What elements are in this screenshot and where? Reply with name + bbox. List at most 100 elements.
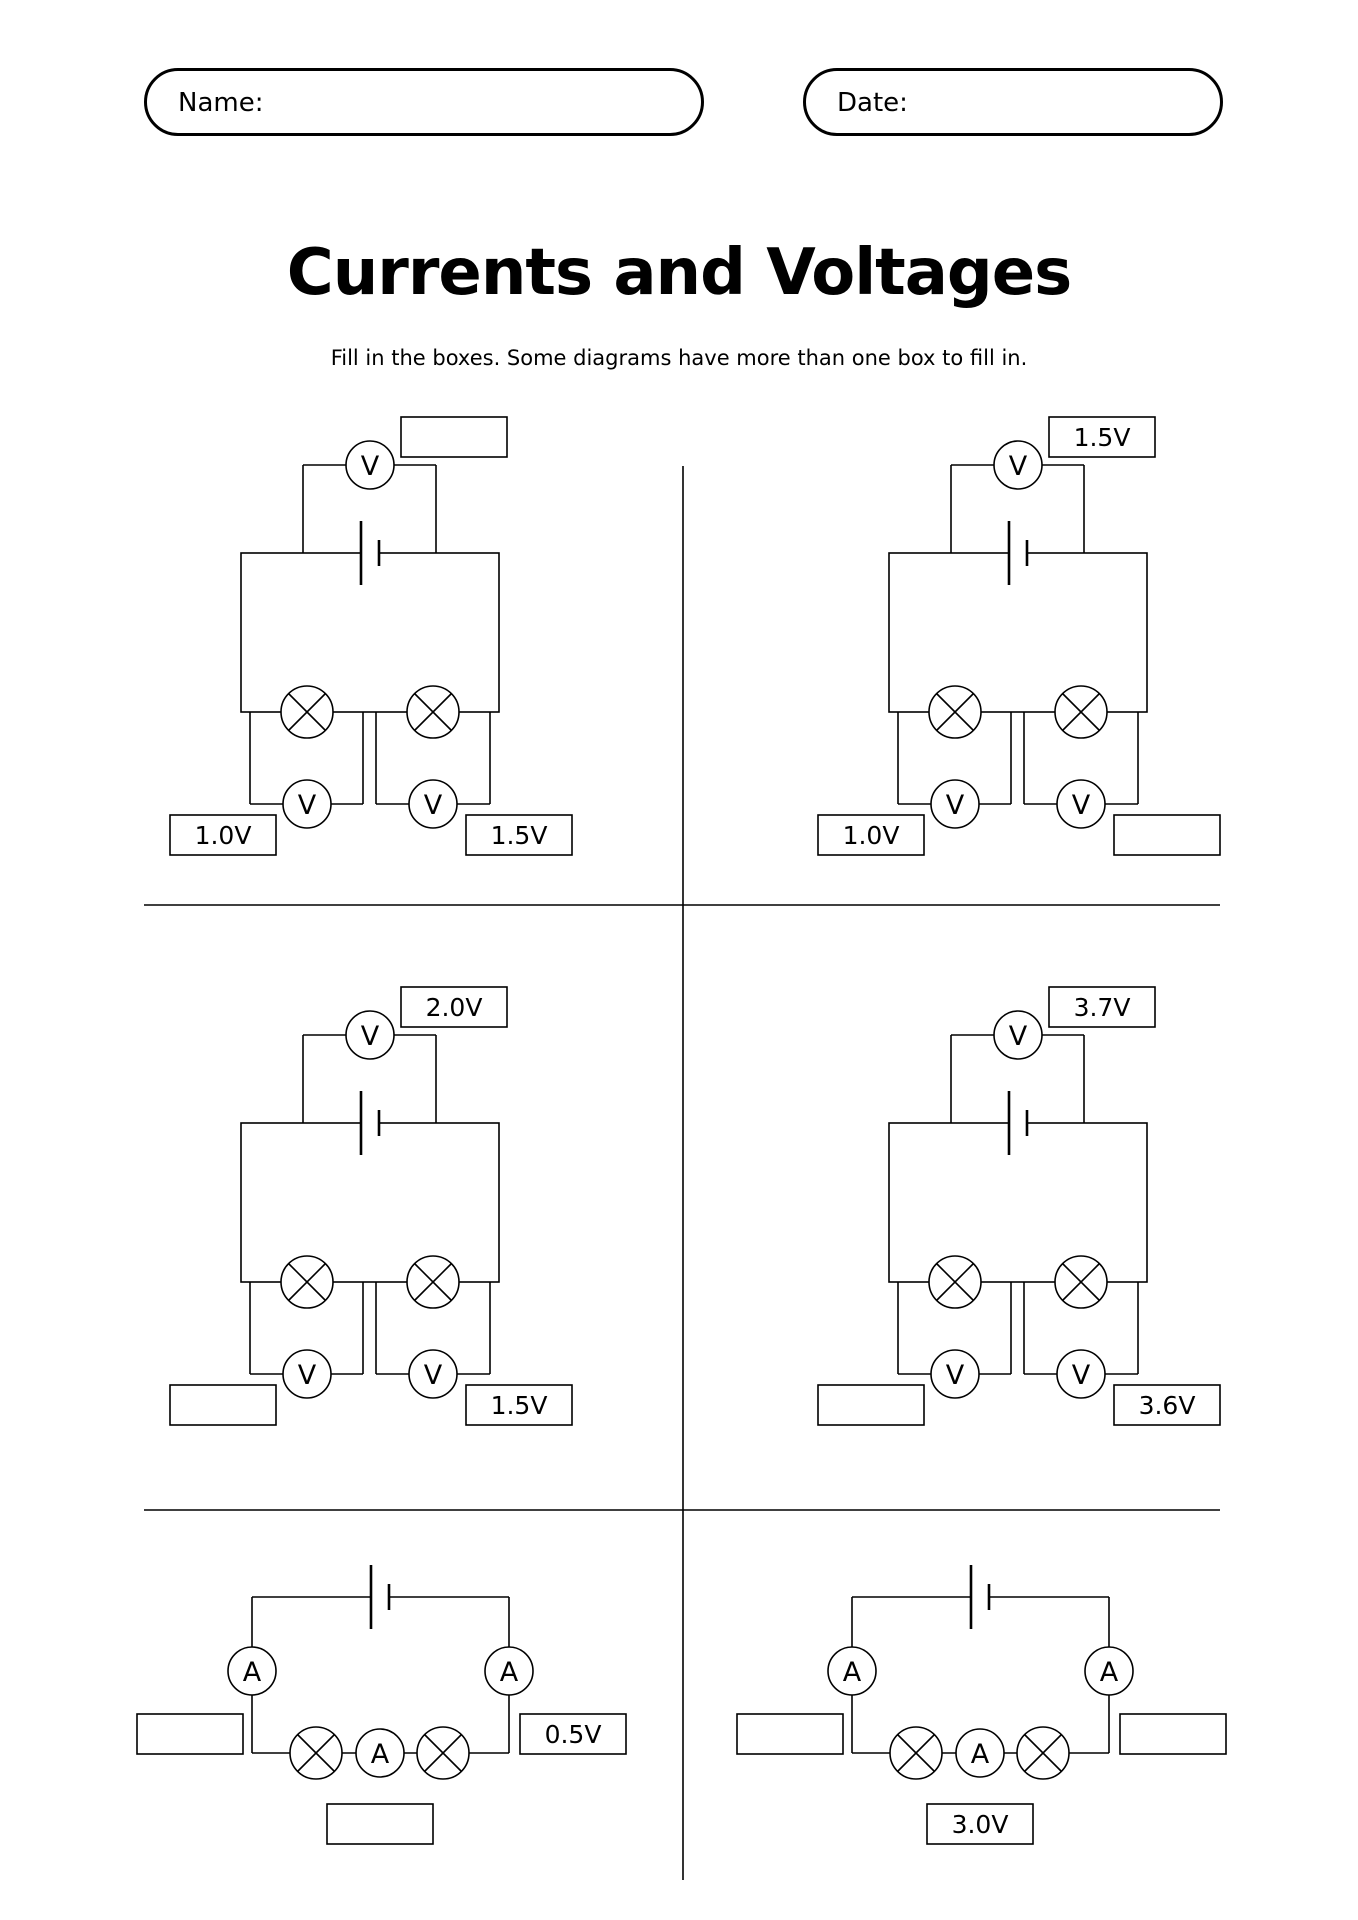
left-lamp-voltmeter-circle	[282, 779, 332, 829]
left-lamp-voltage-box[interactable]	[169, 1384, 277, 1426]
bottom-current-box-frame[interactable]	[326, 1803, 434, 1845]
right-lamp-voltmeter-symbol: V	[424, 790, 443, 821]
left-current-box[interactable]	[736, 1713, 844, 1755]
left-lamp-voltage-box-frame[interactable]	[169, 1384, 277, 1426]
battery-voltmeter-circle	[345, 1010, 395, 1060]
left-lamp-voltage-box[interactable]: 1.0V	[817, 814, 925, 856]
right-lamp-cross	[1024, 1734, 1062, 1772]
right-lamp-voltmeter: V	[1056, 779, 1106, 829]
voltage-circuit-4: V V V 3.7V 3.6V	[817, 986, 1221, 1426]
bottom-current-box-frame[interactable]	[926, 1803, 1034, 1845]
right-lamp-voltmeter-circle	[1056, 1349, 1106, 1399]
battery-voltage-box[interactable]	[400, 416, 508, 458]
date-label: Date:	[837, 88, 908, 118]
left-lamp-voltmeter-circle	[282, 1349, 332, 1399]
right-current-box-frame[interactable]	[519, 1713, 627, 1755]
battery-voltmeter-symbol: V	[1009, 451, 1028, 482]
right-lamp-voltage-box[interactable]: 3.6V	[1113, 1384, 1221, 1426]
left-lamp-voltmeter: V	[930, 1349, 980, 1399]
battery-voltmeter-circle	[993, 440, 1043, 490]
left-ammeter: A	[827, 1646, 877, 1696]
battery-voltage-box[interactable]: 2.0V	[400, 986, 508, 1028]
name-field[interactable]: Name:	[144, 68, 704, 136]
middle-ammeter-symbol: A	[971, 1739, 990, 1770]
battery-voltage-box-frame[interactable]	[400, 416, 508, 458]
battery-voltage-box-frame[interactable]	[1048, 416, 1156, 458]
left-current-box-frame[interactable]	[736, 1713, 844, 1755]
right-lamp	[1016, 1726, 1070, 1780]
right-ammeter: A	[484, 1646, 534, 1696]
battery-voltage-box[interactable]: 3.7V	[1048, 986, 1156, 1028]
right-lamp-cross	[424, 1734, 462, 1772]
left-ammeter: A	[227, 1646, 277, 1696]
battery-voltage-box[interactable]: 1.5V	[1048, 416, 1156, 458]
left-lamp-voltmeter-symbol: V	[946, 790, 965, 821]
right-lamp-voltage-box-frame[interactable]	[1113, 1384, 1221, 1426]
right-lamp-voltage-box-frame[interactable]	[1113, 814, 1221, 856]
right-current-box[interactable]	[1119, 1713, 1227, 1755]
right-lamp-voltmeter: V	[408, 779, 458, 829]
battery	[359, 1089, 381, 1157]
left-lamp-voltage-box-frame[interactable]	[817, 814, 925, 856]
right-lamp-voltage-box[interactable]	[1113, 814, 1221, 856]
battery-voltmeter-symbol: V	[1009, 1021, 1028, 1052]
right-lamp-voltage-box[interactable]: 1.5V	[465, 814, 573, 856]
left-lamp-cross	[936, 1263, 974, 1301]
right-ammeter-circle	[1084, 1646, 1134, 1696]
left-lamp-voltage-box[interactable]: 1.0V	[169, 814, 277, 856]
right-lamp-voltmeter-circle	[1056, 779, 1106, 829]
left-current-box[interactable]	[136, 1713, 244, 1755]
battery-voltage-box-frame[interactable]	[1048, 986, 1156, 1028]
right-lamp	[416, 1726, 470, 1780]
right-ammeter-symbol: A	[1100, 1657, 1119, 1688]
left-lamp-voltage-box-frame[interactable]	[169, 814, 277, 856]
right-lamp-voltmeter: V	[1056, 1349, 1106, 1399]
left-lamp-voltmeter: V	[282, 779, 332, 829]
right-current-box-value: 0.5V	[545, 1720, 602, 1749]
battery	[1007, 1089, 1029, 1157]
right-lamp-voltage-box-frame[interactable]	[465, 1384, 573, 1426]
right-lamp-voltage-box-frame[interactable]	[465, 814, 573, 856]
grid-dividers	[144, 466, 1220, 1880]
middle-ammeter-symbol: A	[371, 1739, 390, 1770]
right-current-box-frame[interactable]	[1119, 1713, 1227, 1755]
left-lamp-cross	[288, 693, 326, 731]
right-lamp-cross	[414, 1263, 452, 1301]
battery-voltage-box-value: 3.7V	[1074, 993, 1131, 1022]
current-circuit-1: A A A 0.5V	[136, 1563, 627, 1845]
right-lamp	[1054, 1255, 1108, 1309]
left-lamp-voltmeter-symbol: V	[298, 1360, 317, 1391]
left-lamp	[928, 1255, 982, 1309]
right-lamp-voltage-box[interactable]: 1.5V	[465, 1384, 573, 1426]
right-lamp-voltmeter-circle	[408, 1349, 458, 1399]
right-lamp-cross	[1062, 1263, 1100, 1301]
right-current-box[interactable]: 0.5V	[519, 1713, 627, 1755]
bottom-current-box[interactable]	[326, 1803, 434, 1845]
left-lamp	[889, 1726, 943, 1780]
left-ammeter-circle	[227, 1646, 277, 1696]
left-lamp	[928, 685, 982, 739]
right-lamp-voltmeter-circle	[408, 779, 458, 829]
left-lamp-voltage-box-value: 1.0V	[843, 821, 900, 850]
right-lamp	[406, 685, 460, 739]
battery-voltmeter-symbol: V	[361, 451, 380, 482]
left-lamp-voltage-box-frame[interactable]	[817, 1384, 925, 1426]
middle-ammeter-circle	[955, 1728, 1005, 1778]
left-ammeter-circle	[827, 1646, 877, 1696]
left-lamp-voltage-box[interactable]	[817, 1384, 925, 1426]
right-lamp-voltmeter-symbol: V	[424, 1360, 443, 1391]
left-current-box-frame[interactable]	[136, 1713, 244, 1755]
battery-gap	[361, 1089, 379, 1157]
battery-voltmeter: V	[345, 1010, 395, 1060]
battery	[1007, 519, 1029, 587]
battery-gap	[361, 519, 379, 587]
battery-gap	[371, 1563, 389, 1631]
battery-gap	[1009, 1089, 1027, 1157]
left-lamp-voltmeter: V	[930, 779, 980, 829]
right-lamp-voltmeter: V	[408, 1349, 458, 1399]
battery-voltage-box-frame[interactable]	[400, 986, 508, 1028]
bottom-current-box[interactable]: 3.0V	[926, 1803, 1034, 1845]
date-field[interactable]: Date:	[803, 68, 1223, 136]
